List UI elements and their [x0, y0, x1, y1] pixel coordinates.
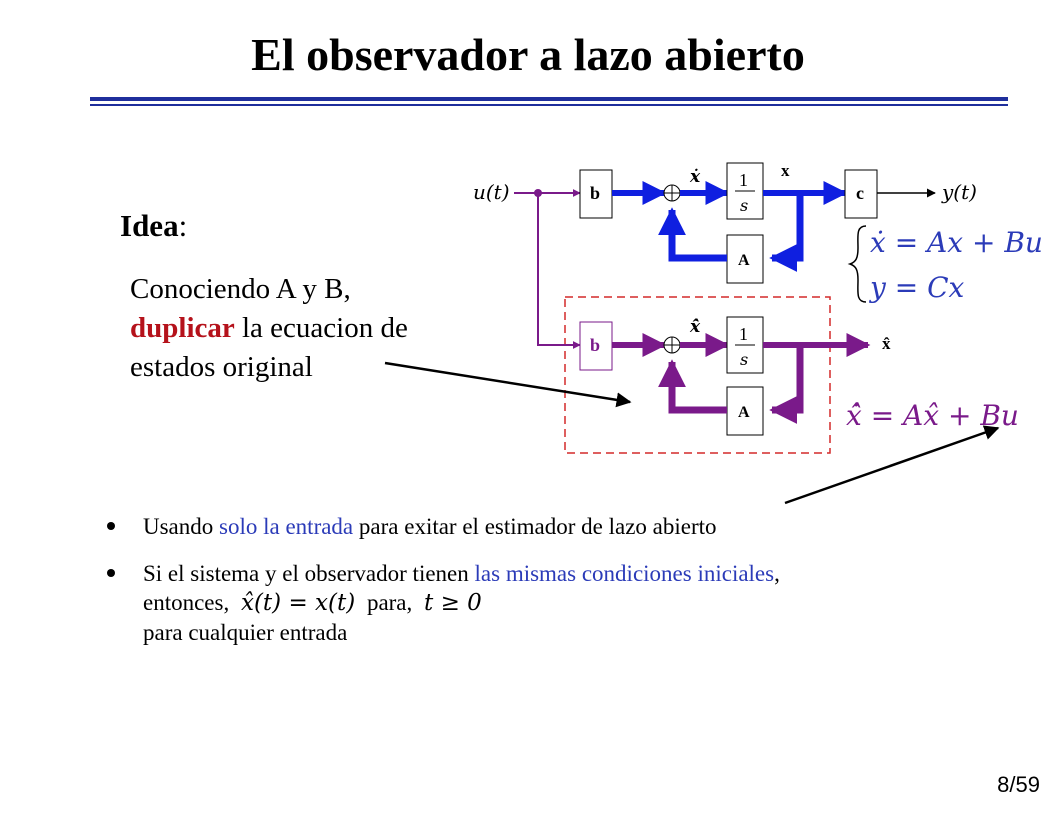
pointer-arrow-bullet-to-eq: [784, 425, 1000, 505]
bullet2-pre: Si el sistema y el observador tienen: [143, 561, 475, 586]
obs-int-den: s: [740, 350, 748, 369]
obs-int-num: 1: [739, 324, 748, 344]
bullet-dot: [107, 522, 115, 530]
obs-xhat-label: x̂: [882, 334, 891, 353]
plant-eq-output: y = Cx: [868, 271, 965, 304]
plant-feedback-down: [769, 193, 804, 272]
input-to-observer: [537, 193, 581, 349]
output-label: y(t): [941, 180, 977, 204]
para-rest: la ecuacion de estados original: [130, 312, 408, 383]
bullet-item: Si el sistema y el observador tienen las…: [105, 559, 845, 647]
bullet1-pre: Usando: [143, 514, 220, 539]
observer-eq: x̂̇ = Ax̂ + Bu: [846, 399, 1019, 432]
bullet2-post: para cualquier entrada: [143, 620, 348, 645]
plant-eq-brace: [847, 225, 867, 303]
bullet-list: Usando solo la entrada para exitar el es…: [105, 512, 845, 665]
plant-block-c: [844, 169, 878, 219]
plant-feedback-up: [658, 207, 727, 262]
idea-colon: :: [178, 208, 188, 243]
plant-block-b-label: b: [590, 183, 600, 203]
plant-eq-state: ẋ = Ax + Bu: [870, 226, 1043, 259]
idea-heading: Idea:: [120, 208, 187, 244]
obs-feedback-up: [658, 359, 727, 414]
plant-block-a-label: A: [738, 252, 750, 269]
title-rule-top: [90, 97, 1008, 101]
idea-label: Idea: [120, 208, 179, 243]
bullet2-math-equal: x̂(t) = x(t): [240, 590, 356, 616]
bullet2-highlight: las mismas condiciones iniciales: [474, 561, 775, 586]
bullet2-math-time: t ≥ 0: [424, 590, 482, 616]
plant-xdot-label: ẋ: [689, 167, 701, 187]
bullet-item: Usando solo la entrada para exitar el es…: [105, 512, 845, 541]
obs-feedback-down: [769, 345, 804, 424]
idea-paragraph: Conociendo A y B, duplicar la ecuacion d…: [130, 270, 490, 387]
obs-xhat-dot-label: x̂̇: [689, 317, 701, 337]
obs-block-a: [726, 386, 764, 436]
bullet2-mid2: para,: [361, 590, 413, 615]
pointer-arrow-text-to-observer: [384, 361, 632, 408]
plant-x-label: x: [781, 161, 790, 180]
observer-dashed-box: [564, 296, 831, 454]
plant-int-num: 1: [739, 170, 748, 190]
bullet1-highlight: solo la entrada: [219, 514, 354, 539]
title-rule-bottom: [90, 104, 1008, 106]
bullet-dot: [107, 569, 115, 577]
bullet2-mid: , entonces,: [143, 561, 780, 615]
plant-int-den: s: [740, 196, 748, 215]
bullet1-post: para exitar el estimador de lazo abierto: [353, 514, 717, 539]
para-highlight: duplicar: [130, 312, 235, 344]
para-line1: Conociendo A y B,: [130, 273, 351, 305]
plant-block-a: [726, 234, 764, 284]
obs-block-b-label: b: [590, 335, 600, 355]
slide-title: El observador a lazo abierto: [251, 29, 805, 80]
input-label: u(t): [473, 180, 510, 204]
obs-block-a-label: A: [738, 404, 750, 421]
plant-block-c-label: c: [856, 183, 864, 203]
page-number: 8/59: [997, 772, 1040, 797]
